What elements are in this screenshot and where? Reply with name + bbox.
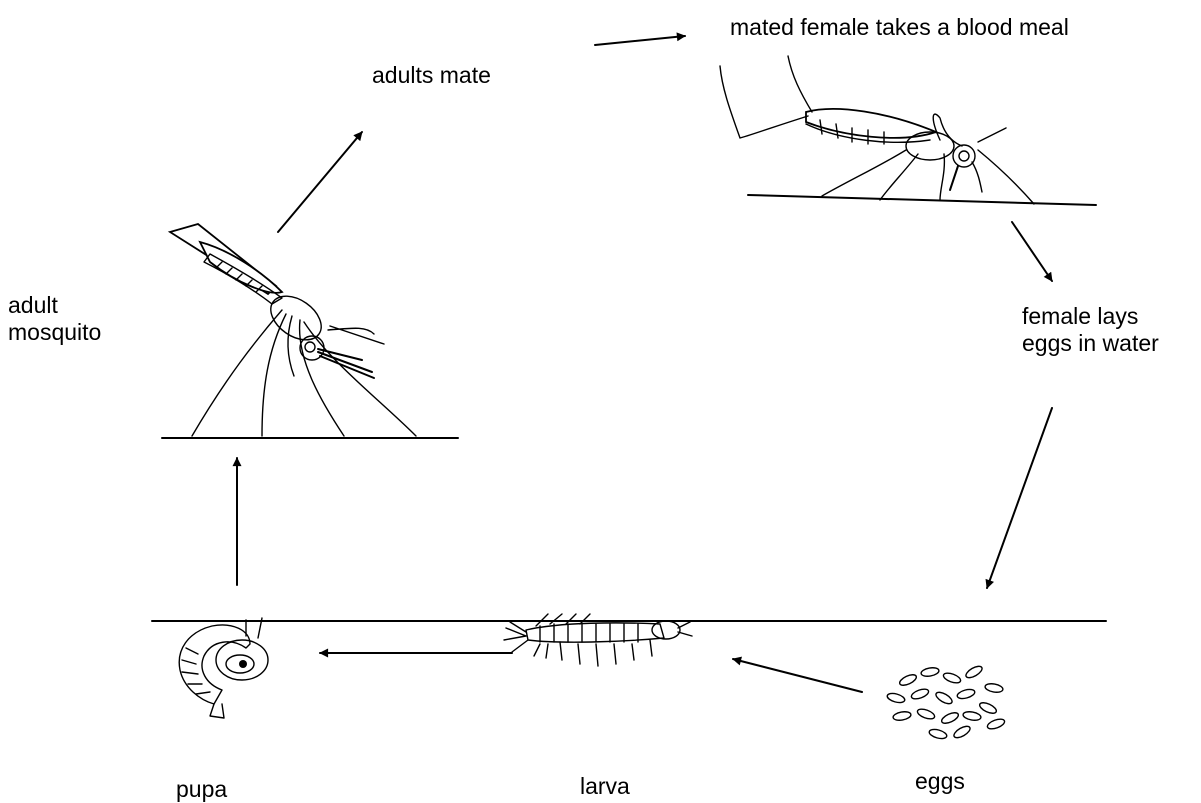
eggs-icon <box>886 664 1006 740</box>
label-adults-mate: adults mate <box>372 62 491 89</box>
label-female-lays-eggs: female lays eggs in water <box>1022 303 1159 357</box>
label-adult-mosquito: adult mosquito <box>8 292 101 346</box>
arrow-mate-to-meal <box>595 36 685 45</box>
label-adult-line1: adult <box>8 292 101 319</box>
label-larva: larva <box>580 773 630 800</box>
label-female-lays-line2: eggs in water <box>1022 330 1159 357</box>
arrow-adult-to-mate <box>278 132 362 232</box>
label-pupa: pupa <box>176 776 227 803</box>
pupa-icon <box>179 618 268 718</box>
label-eggs: eggs <box>915 768 965 795</box>
label-female-lays-line1: female lays <box>1022 303 1159 330</box>
label-blood-meal: mated female takes a blood meal <box>730 14 1069 41</box>
arrow-lays-to-eggs <box>987 408 1052 588</box>
adult-mosquito-icon <box>170 224 416 436</box>
feeding-mosquito-icon <box>720 56 1034 204</box>
feeding-ground-line <box>748 195 1096 205</box>
arrow-eggs-to-larva <box>733 659 862 692</box>
arrow-meal-to-lays <box>1012 222 1052 281</box>
label-adult-line2: mosquito <box>8 319 101 346</box>
